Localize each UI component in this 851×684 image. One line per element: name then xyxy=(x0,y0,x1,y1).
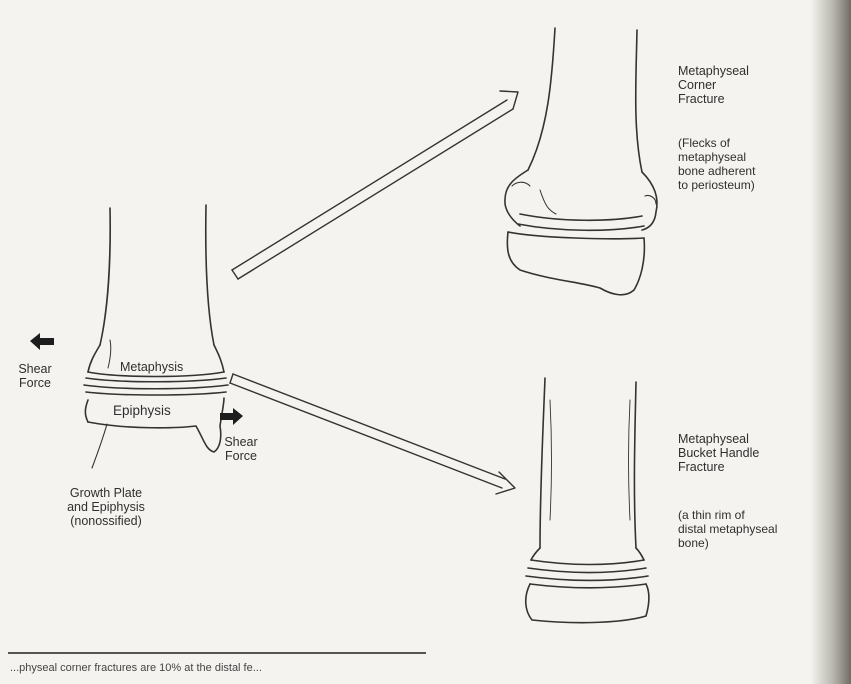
footnote-caption: ...physeal corner fractures are 10% at t… xyxy=(10,662,262,674)
shear-force-right-label: Shear Force xyxy=(218,435,264,463)
metaphysis-label: Metaphysis xyxy=(120,360,183,374)
bucket-handle-fracture-title: Metaphyseal Bucket Handle Fracture xyxy=(678,432,759,474)
corner-fracture-bone xyxy=(505,28,657,295)
epiphysis-label: Epiphysis xyxy=(113,404,171,418)
growth-plate-leader-line xyxy=(92,424,107,468)
bucket-handle-fracture-note: (a thin rim of distal metaphyseal bone) xyxy=(678,508,777,550)
corner-fracture-note: (Flecks of metaphyseal bone adherent to … xyxy=(678,136,755,192)
shear-force-left-arrow-icon xyxy=(30,333,54,350)
corner-fracture-title: Metaphyseal Corner Fracture xyxy=(678,64,749,106)
growth-plate-label: Growth Plate and Epiphysis (nonossified) xyxy=(36,486,176,528)
footnote-rule xyxy=(8,652,426,654)
arrow-to-corner-fracture xyxy=(232,91,518,279)
shear-force-right-arrow-icon xyxy=(220,408,243,425)
arrow-to-bucket-handle-fracture xyxy=(230,374,515,494)
bucket-handle-fracture-bone xyxy=(526,378,649,623)
shear-force-left-label: Shear Force xyxy=(12,362,58,390)
